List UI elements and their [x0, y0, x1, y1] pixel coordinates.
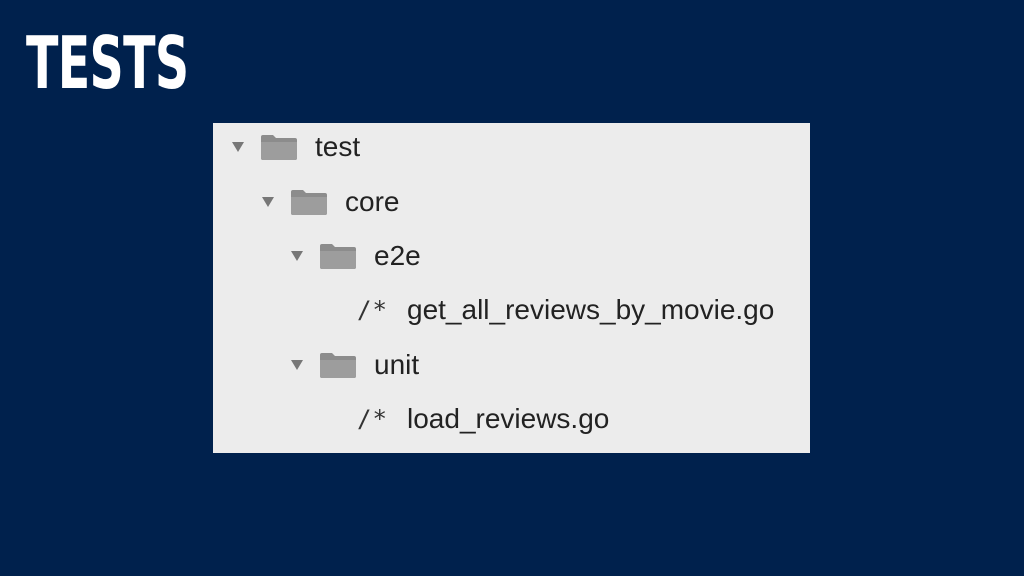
file-tree: test core: [213, 123, 810, 453]
tree-item-label: core: [345, 186, 400, 217]
folder-icon: [259, 132, 299, 162]
tree-item-e2e[interactable]: e2e: [290, 236, 421, 276]
tree-item-label: test: [315, 131, 361, 162]
tree-item-core[interactable]: core: [261, 182, 399, 222]
chevron-down-icon[interactable]: [261, 195, 275, 209]
go-file-icon: /*: [357, 296, 388, 324]
tree-item-test[interactable]: test: [231, 127, 360, 167]
folder-icon: [318, 350, 358, 380]
chevron-down-icon[interactable]: [290, 358, 304, 372]
tree-item-label: unit: [374, 349, 420, 380]
tree-item-label: e2e: [374, 240, 421, 271]
chevron-down-icon[interactable]: [231, 140, 245, 154]
slide-title: TESTS: [26, 21, 189, 105]
go-file-icon: /*: [357, 405, 388, 433]
tree-item-label: get_all_reviews_by_movie.go: [407, 294, 775, 325]
folder-icon: [318, 241, 358, 271]
tree-item-label: load_reviews.go: [407, 403, 610, 434]
chevron-down-icon[interactable]: [290, 249, 304, 263]
tree-item-get-all-reviews-by-movie[interactable]: /* get_all_reviews_by_movie.go: [357, 290, 774, 330]
tree-item-unit[interactable]: unit: [290, 345, 419, 385]
folder-icon: [289, 187, 329, 217]
tree-item-load-reviews[interactable]: /* load_reviews.go: [357, 399, 609, 439]
